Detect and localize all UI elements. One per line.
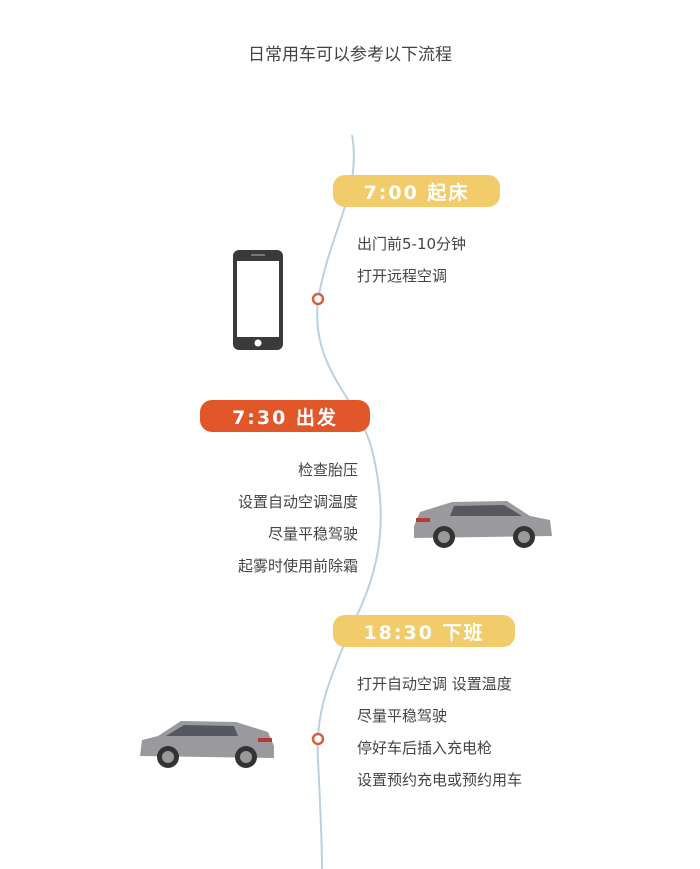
step-badge-depart: 7:30 出发 (200, 400, 370, 432)
step-line: 起雾时使用前除霜 (237, 557, 358, 575)
timeline-dot (311, 292, 325, 306)
step-line: 设置预约充电或预约用车 (357, 771, 523, 789)
page-title: 日常用车可以参考以下流程 (248, 45, 452, 65)
timeline-dot (311, 732, 325, 746)
car-image (140, 721, 274, 768)
car-image (414, 501, 552, 548)
step-depart-text: 检查胎压 设置自动空调温度 尽量平稳驾驶 起雾时使用前除霜 (150, 454, 358, 582)
step-line: 尽量平稳驾驶 (357, 707, 448, 725)
step-wakeup-text: 出门前5-10分钟 打开远程空调 (357, 228, 466, 292)
step-line: 设置自动空调温度 (237, 493, 358, 511)
step-line: 尽量平稳驾驶 (267, 525, 358, 543)
phone-icon (233, 250, 283, 350)
step-offwork-text: 打开自动空调 设置温度 尽量平稳驾驶 停好车后插入充电枪 设置预约充电或预约用车 (357, 668, 522, 796)
step-line: 打开自动空调 设置温度 (357, 675, 512, 693)
step-line: 打开远程空调 (357, 267, 448, 285)
step-badge-wakeup: 7:00 起床 (333, 175, 500, 207)
step-line: 停好车后插入充电枪 (357, 739, 493, 757)
step-line: 检查胎压 (297, 461, 358, 479)
timeline-curve (316, 134, 382, 869)
step-line: 出门前5-10分钟 (357, 235, 467, 253)
step-badge-offwork: 18:30 下班 (333, 615, 515, 647)
